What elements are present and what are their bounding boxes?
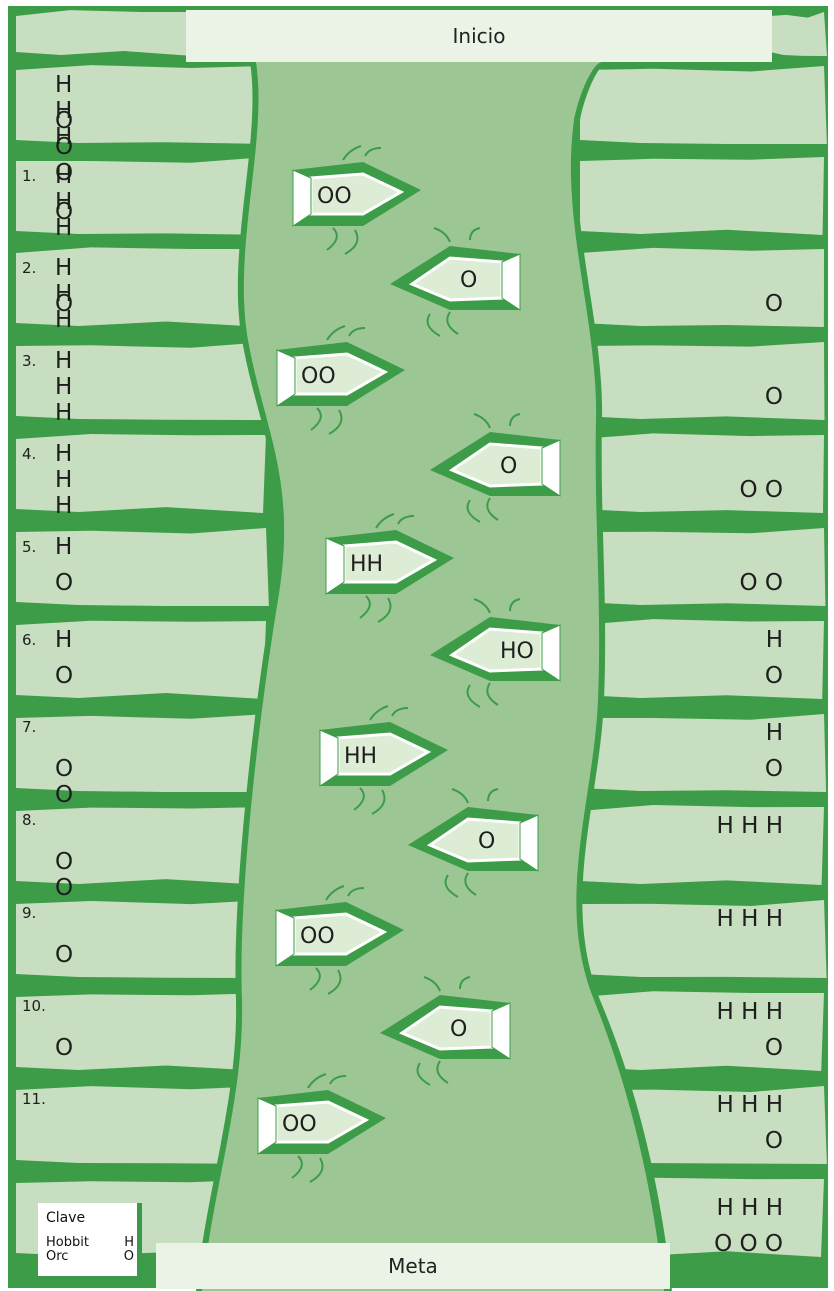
right-bank-slab — [580, 66, 827, 144]
right-bank-orcs: O — [663, 1035, 783, 1061]
right-bank-orcs: O O O — [663, 1231, 783, 1257]
right-bank-hobbits: H — [663, 627, 783, 653]
boat-passengers: O — [478, 829, 495, 854]
left-bank-hobbits: H H H — [55, 348, 72, 426]
right-bank-hobbits: H H H — [663, 1195, 783, 1221]
start-banner: Inicio — [186, 10, 772, 62]
left-bank-slab — [16, 65, 266, 144]
left-bank-orcs: O — [55, 199, 73, 225]
right-bank-hobbits: H H H — [663, 999, 783, 1025]
boat-passengers: O — [450, 1017, 467, 1042]
right-bank-orcs: O — [663, 384, 783, 410]
left-bank-slab — [16, 993, 266, 1071]
left-bank-slab — [16, 434, 266, 513]
legend-title: Clave — [46, 1210, 85, 1226]
boat-passengers: OO — [300, 924, 335, 949]
legend-orc-label: Orc — [46, 1250, 68, 1264]
step-number: 10. — [22, 997, 46, 1015]
right-bank-hobbits: H H H — [663, 906, 783, 932]
left-bank-orcs: O O — [55, 756, 73, 808]
boat-passengers: OO — [301, 364, 336, 389]
left-bank-slab — [16, 900, 268, 978]
left-bank-slab — [16, 10, 196, 56]
step-number: 5. — [22, 538, 36, 556]
left-bank-orcs: O — [55, 570, 73, 596]
step-number: 9. — [22, 904, 36, 922]
right-bank-slab — [770, 12, 827, 56]
boat-passengers: OO — [282, 1112, 317, 1137]
step-number: 7. — [22, 718, 36, 736]
left-bank-slab — [16, 528, 269, 606]
boat-passengers: HO — [500, 639, 534, 664]
step-number: 2. — [22, 259, 36, 277]
boat-passengers: HH — [344, 744, 377, 769]
step-number: 11. — [22, 1090, 46, 1108]
left-bank-slab — [16, 342, 269, 420]
goal-banner: Meta — [156, 1243, 670, 1289]
legend-hobbit-row: Hobbit H — [46, 1236, 134, 1250]
boat-passengers: O — [500, 454, 517, 479]
left-bank-hobbits: H H H — [55, 441, 72, 519]
right-bank-orcs: O — [663, 291, 783, 317]
legend-orc-symbol: O — [124, 1250, 134, 1264]
step-number: 1. — [22, 167, 36, 185]
left-bank-slab — [16, 247, 266, 327]
left-bank-slab — [16, 157, 268, 235]
legend: Clave Hobbit H Orc O — [38, 1203, 142, 1281]
right-bank-hobbits: H H H — [663, 1092, 783, 1118]
right-bank-slab — [580, 157, 824, 235]
boat-passengers: O — [460, 268, 477, 293]
boat-passengers: HH — [350, 552, 383, 577]
left-bank-orcs: O — [55, 291, 73, 317]
left-bank-orcs: O — [55, 942, 73, 968]
boat-passengers: OO — [317, 184, 352, 209]
left-bank-slab — [16, 807, 266, 885]
left-bank-slab — [16, 714, 269, 792]
step-number: 8. — [22, 811, 36, 829]
right-bank-hobbits: H H H — [663, 813, 783, 839]
right-bank-hobbits: H — [663, 720, 783, 746]
left-bank-orcs: O O — [55, 849, 73, 901]
legend-hobbit-symbol: H — [124, 1236, 134, 1250]
right-bank-orcs: O O — [663, 477, 783, 503]
legend-orc-row: Orc O — [46, 1250, 134, 1264]
left-bank-orcs: O — [55, 663, 73, 689]
right-bank-orcs: O O — [663, 570, 783, 596]
left-bank-orcs: O — [55, 1035, 73, 1061]
left-bank-hobbits: H — [55, 534, 72, 560]
step-number: 4. — [22, 445, 36, 463]
legend-hobbit-label: Hobbit — [46, 1236, 89, 1250]
step-number: 6. — [22, 631, 36, 649]
left-bank-slab — [16, 621, 266, 699]
right-bank-orcs: O — [663, 663, 783, 689]
right-bank-orcs: O — [663, 1128, 783, 1154]
step-number: 3. — [22, 352, 36, 370]
left-bank-hobbits: H — [55, 627, 72, 653]
right-bank-orcs: O — [663, 756, 783, 782]
